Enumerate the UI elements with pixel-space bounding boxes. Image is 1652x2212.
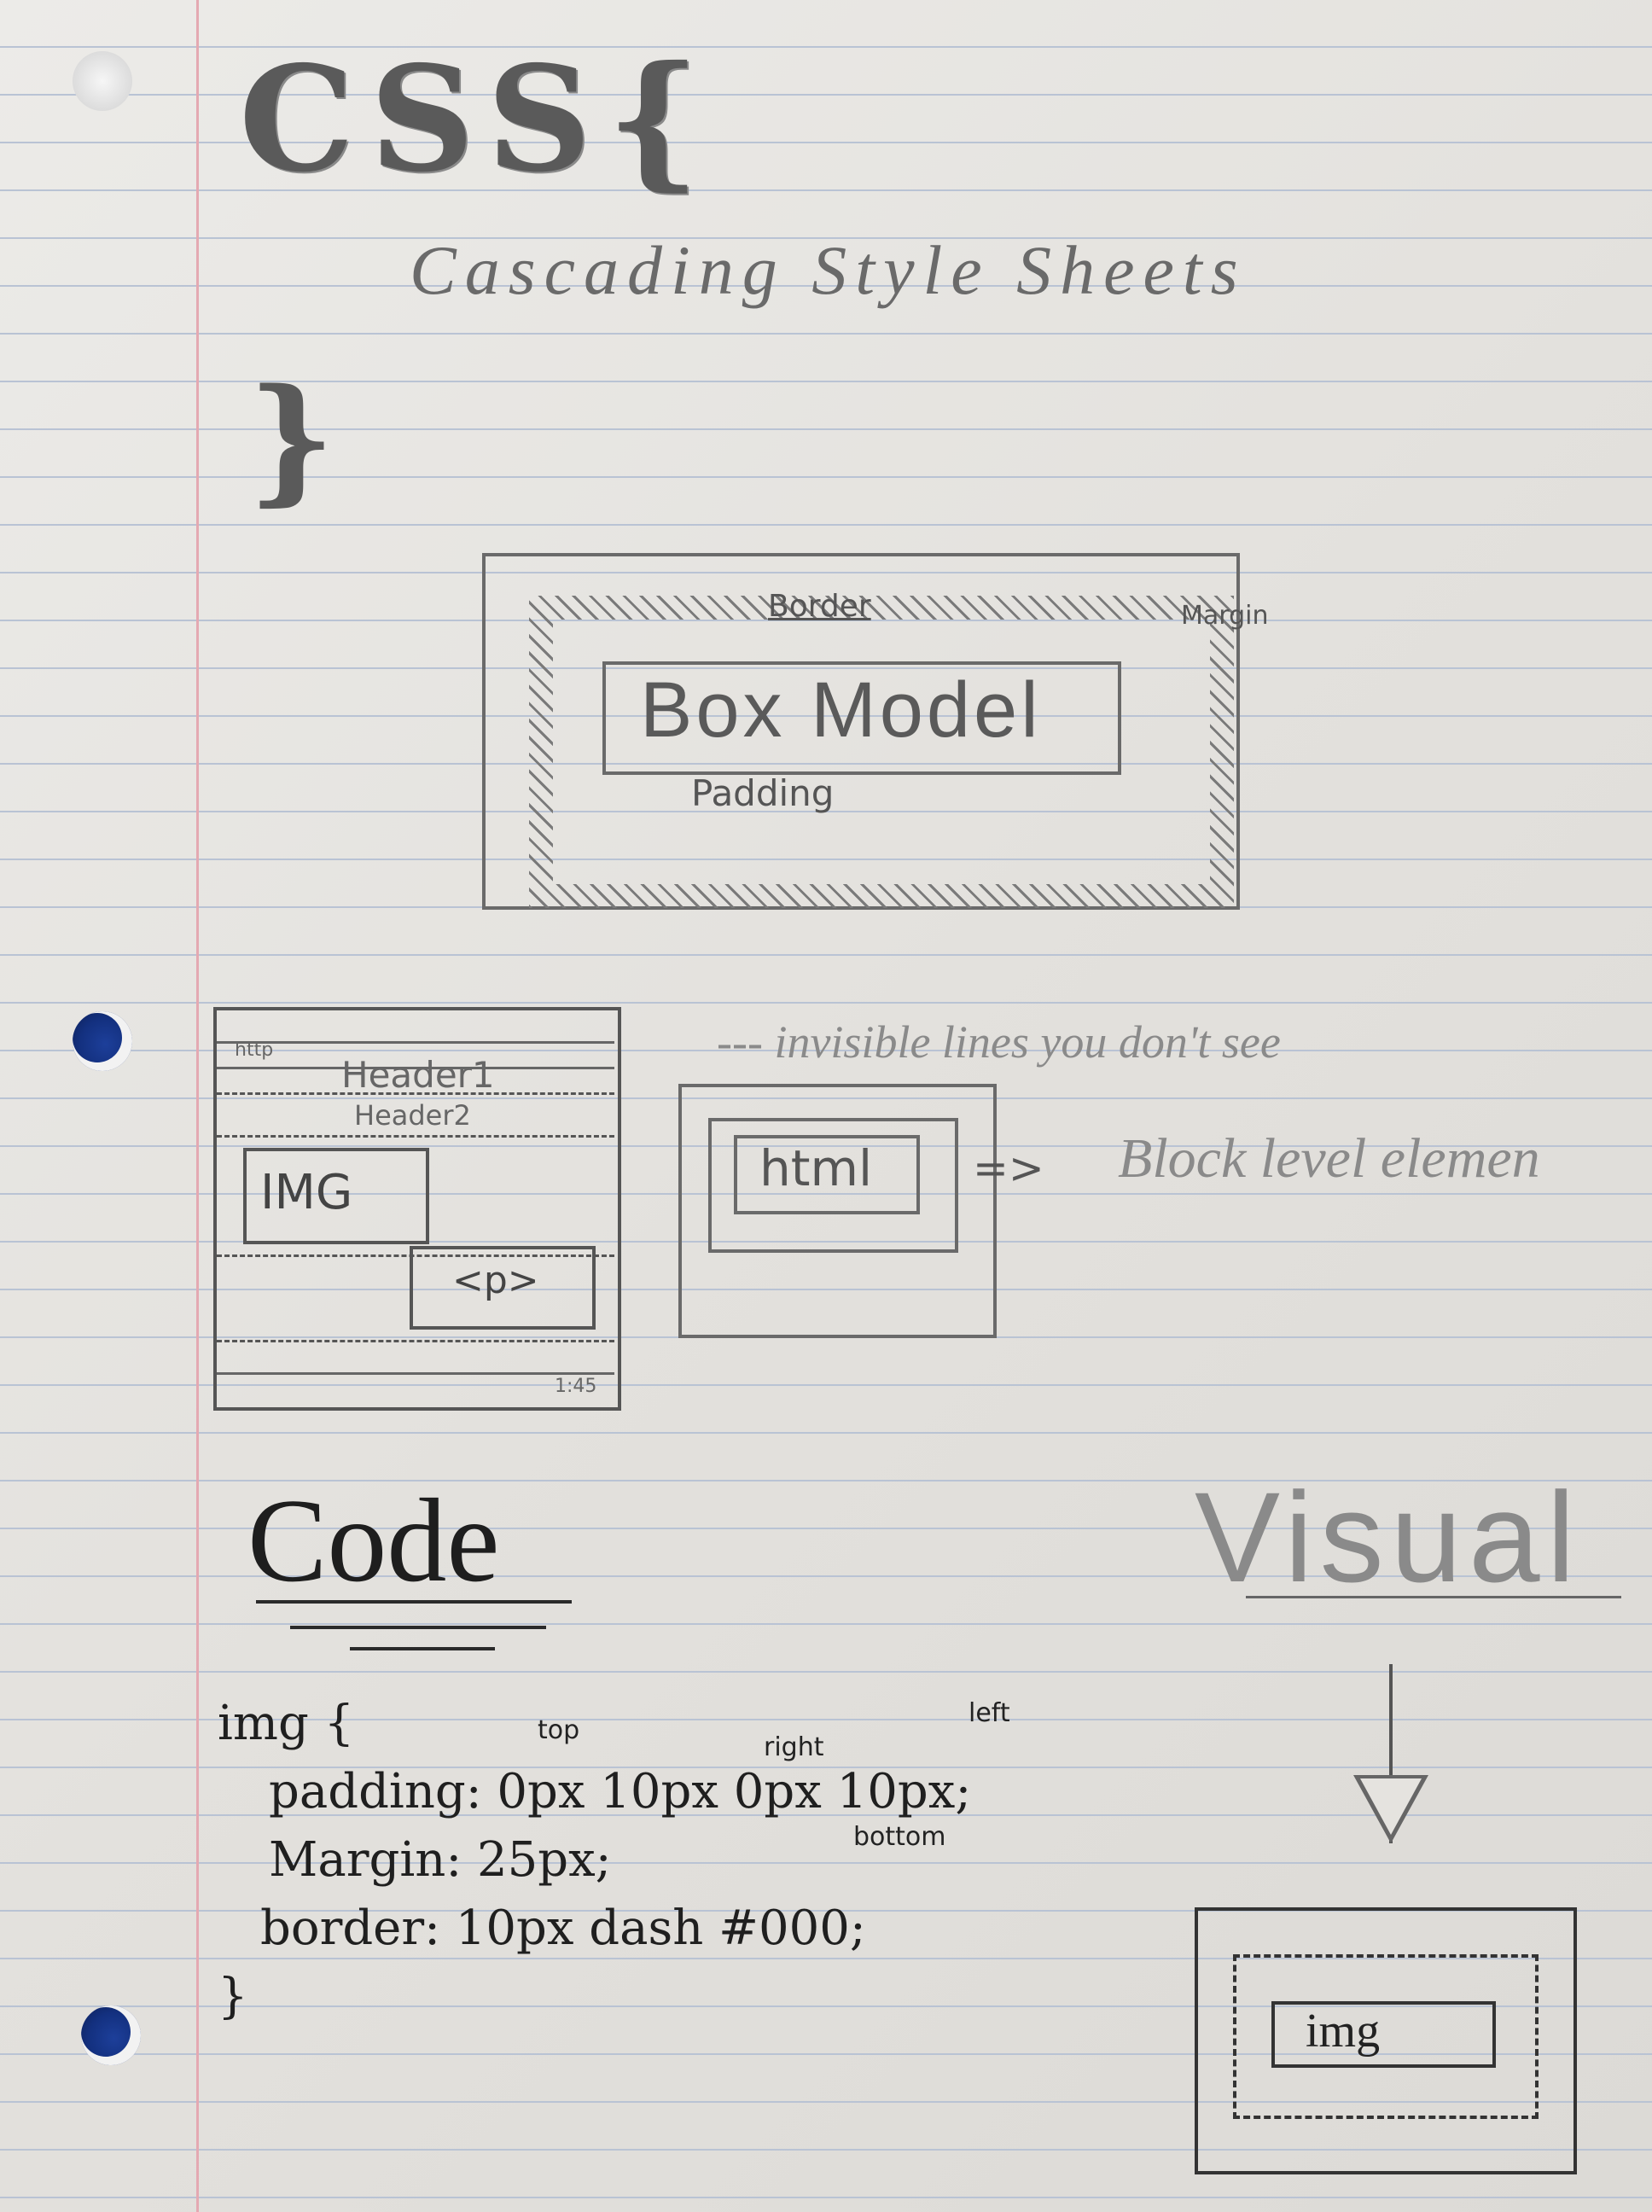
arrow-head-fill	[1360, 1778, 1422, 1835]
box-model-border	[529, 596, 1234, 908]
invisible-lines-note: --- invisible lines you don't see	[717, 1016, 1281, 1068]
browser-statusbar	[217, 1372, 614, 1375]
code-underline-2	[290, 1626, 546, 1629]
visual-underline	[1246, 1596, 1621, 1598]
margin-line	[196, 0, 199, 2212]
browser-toolbar-line	[217, 1041, 614, 1044]
html-outer-box	[678, 1084, 997, 1338]
box-model-content	[602, 661, 1121, 775]
block-level-label: Block level elemen	[1118, 1127, 1540, 1190]
code-line-close: }	[218, 1969, 248, 2024]
box-model-margin	[482, 553, 1240, 910]
code-line-selector: img {	[218, 1696, 355, 1751]
annotation-top: top	[538, 1715, 580, 1745]
margin-label: Margin	[1181, 597, 1268, 635]
html-label: html	[759, 1139, 873, 1197]
down-arrow-icon	[1389, 1664, 1393, 1843]
visual-img-label: img	[1306, 2005, 1381, 2058]
code-line-margin: Margin: 25px;	[269, 1832, 612, 1888]
arrow-symbol: =>	[973, 1144, 1044, 1193]
p-label: <p>	[452, 1259, 539, 1302]
border-label: Border	[768, 589, 871, 624]
code-heading: Code	[247, 1475, 500, 1607]
annotation-right: right	[764, 1732, 824, 1762]
page-subtitle: Cascading Style Sheets	[410, 231, 1247, 309]
p-element-box	[410, 1246, 596, 1330]
punch-hole-bottom	[81, 2005, 141, 2065]
visual-margin-box	[1195, 1907, 1577, 2174]
img-label: IMG	[260, 1165, 353, 1220]
code-underline-1	[256, 1600, 572, 1604]
annotation-bottom: bottom	[853, 1822, 946, 1852]
browser-clock: 1:45	[555, 1376, 597, 1397]
p-divider	[217, 1340, 614, 1342]
img-divider	[217, 1254, 614, 1257]
code-block: img { padding: 0px 10px 0px 10px; Margin…	[218, 1690, 971, 2031]
padding-label: Padding	[691, 772, 835, 814]
punch-hole-top	[73, 51, 132, 111]
header1-divider	[217, 1092, 614, 1095]
code-line-padding: padding: 0px 10px 0px 10px;	[269, 1764, 972, 1819]
closing-brace: }	[247, 358, 335, 519]
visual-img-box	[1271, 2001, 1496, 2068]
visual-dashed-border	[1233, 1954, 1539, 2119]
header1-label: Header1	[341, 1054, 495, 1096]
html-inner-box	[734, 1135, 920, 1214]
punch-hole-middle	[73, 1011, 132, 1071]
code-underline-3	[350, 1647, 495, 1650]
code-line-border: border: 10px dash #000;	[260, 1901, 866, 1956]
header2-label: Header2	[354, 1099, 471, 1132]
browser-sketch	[213, 1007, 621, 1411]
header2-divider	[217, 1135, 614, 1138]
html-middle-box	[708, 1118, 958, 1253]
annotation-left: left	[969, 1698, 1010, 1728]
page-title: CSS{	[239, 34, 716, 205]
img-element-box	[243, 1148, 429, 1244]
browser-toolbar-line-2	[217, 1067, 614, 1069]
visual-heading: Visual	[1195, 1465, 1582, 1609]
box-model-label: Box Model	[640, 667, 1042, 754]
